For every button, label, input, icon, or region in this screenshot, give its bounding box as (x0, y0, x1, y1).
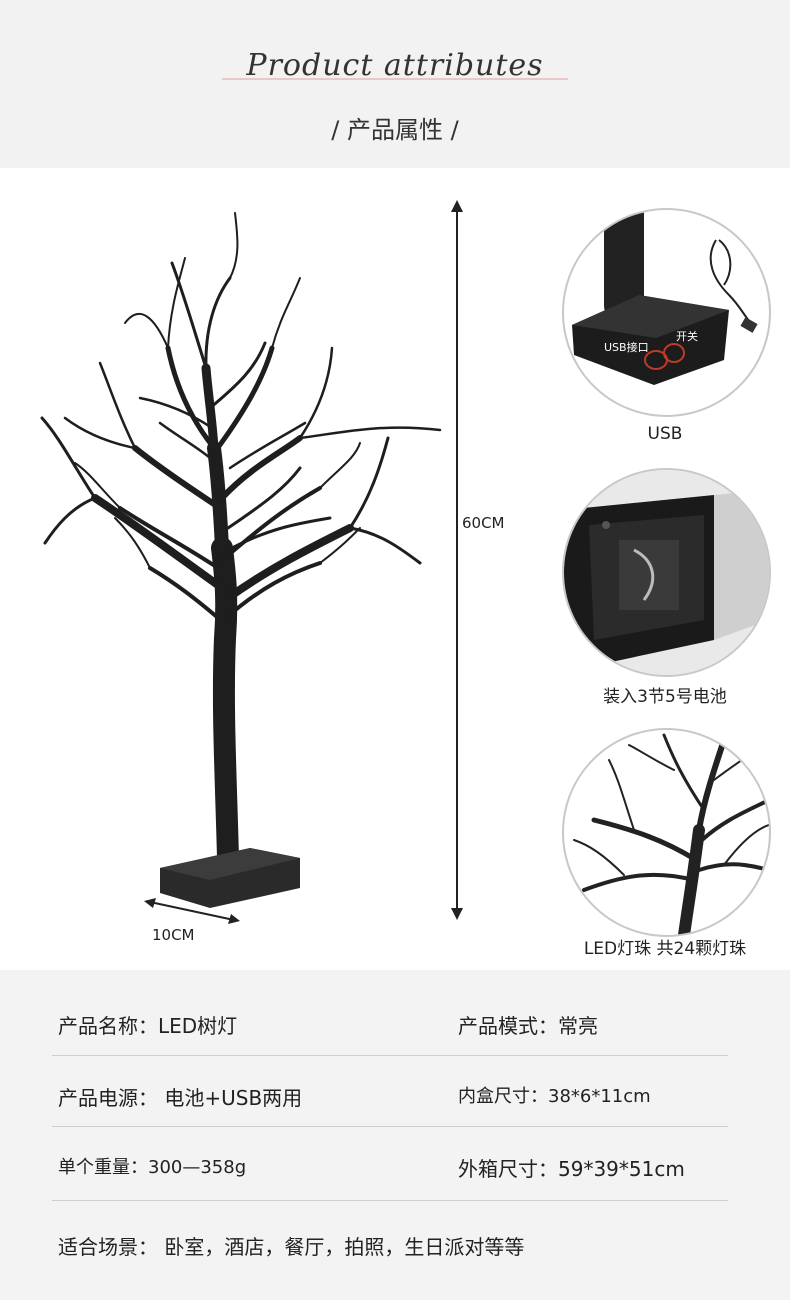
usb-caption: USB (647, 424, 683, 444)
battery-box-image (564, 470, 769, 675)
product-display: 60CM 10CM USB接口 开关 USB (0, 168, 790, 970)
title-chinese: / 产品属性 / (331, 116, 459, 144)
header-banner: Product attributes / 产品属性 / (0, 0, 790, 168)
height-arrow (451, 200, 463, 920)
title-underline (222, 78, 568, 80)
spec-product-mode: 产品模式：常亮 (458, 1014, 598, 1038)
spec-scenes: 适合场景： 卧室，酒店，餐厅，拍照，生日派对等等 (58, 1235, 525, 1259)
width-arrow (144, 898, 240, 924)
spec-divider (52, 1126, 728, 1127)
switch-label: 开关 (676, 330, 698, 343)
tree-illustration (40, 212, 442, 908)
usb-base-image (572, 210, 758, 385)
title-english: Product attributes (246, 48, 544, 83)
height-label: 60CM (462, 514, 505, 532)
battery-caption: 装入3节5号电池 (603, 687, 727, 707)
usb-port-label: USB接口 (604, 341, 649, 354)
usb-detail-circle: USB接口 开关 (562, 208, 771, 417)
spec-inner-box: 内盒尺寸：38*6*11cm (458, 1086, 651, 1107)
width-label: 10CM (152, 926, 195, 944)
spec-divider (52, 1055, 728, 1056)
specifications-panel: 产品名称：LED树灯 产品模式：常亮 产品电源： 电池+USB两用 内盒尺寸：3… (0, 970, 790, 1300)
spec-product-name: 产品名称：LED树灯 (58, 1014, 238, 1038)
led-detail-circle (562, 728, 771, 937)
spec-power-source: 产品电源： 电池+USB两用 (58, 1086, 303, 1110)
spec-divider (52, 1200, 728, 1201)
led-caption: LED灯珠 共24颗灯珠 (583, 939, 747, 959)
spec-outer-box: 外箱尺寸：59*39*51cm (458, 1157, 685, 1181)
battery-detail-circle (562, 468, 771, 677)
led-branches-image (573, 733, 769, 935)
spec-weight: 单个重量：300—358g (58, 1157, 247, 1178)
